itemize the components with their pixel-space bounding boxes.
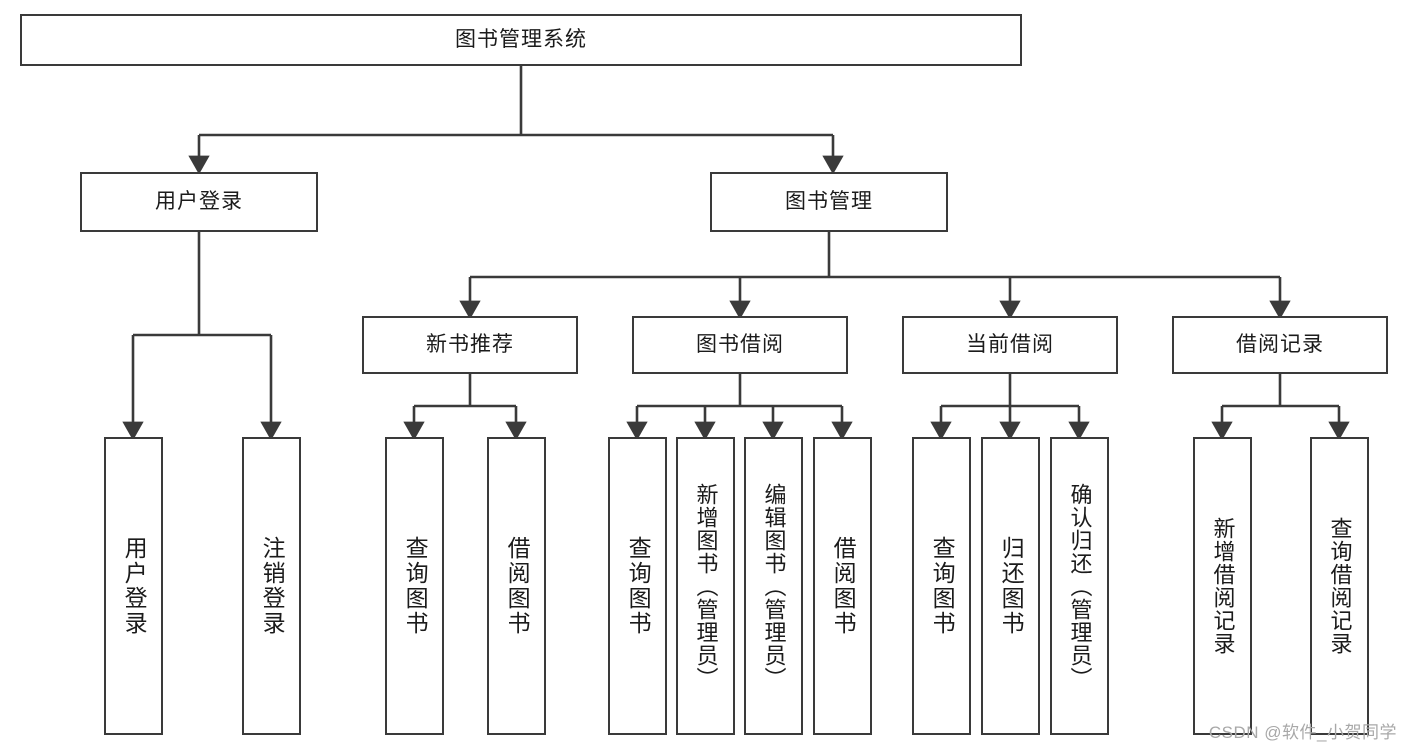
node-user-login-label: 用户登录 [155,190,243,214]
node-leaf-add-book[interactable]: 新增图书（管理员） [676,437,735,735]
node-leaf-borrow-book-1[interactable]: 借阅图书 [487,437,546,735]
csdn-watermark: CSDN @软件_小贺同学 [1208,723,1397,742]
node-leaf-query-book-3[interactable]: 查询图书 [912,437,971,735]
node-new-book-recommend[interactable]: 新书推荐 [362,316,578,374]
node-leaf-user-logout[interactable]: 注销登录 [242,437,301,735]
node-leaf-query-record-label: 查询借阅记录 [1327,517,1353,655]
node-leaf-user-logout-label: 注销登录 [259,536,286,636]
node-leaf-return-book[interactable]: 归还图书 [981,437,1040,735]
node-leaf-query-book-2[interactable]: 查询图书 [608,437,667,735]
node-leaf-query-book-2-label: 查询图书 [625,536,652,636]
node-current-borrow-label: 当前借阅 [966,333,1054,357]
node-borrow-record-label: 借阅记录 [1236,333,1324,357]
node-leaf-user-login-label: 用户登录 [121,536,148,636]
node-borrow-record[interactable]: 借阅记录 [1172,316,1388,374]
node-leaf-add-record-label: 新增借阅记录 [1210,517,1236,655]
node-root[interactable]: 图书管理系统 [20,14,1022,66]
node-leaf-confirm-return-label: 确认归还（管理员） [1067,482,1093,690]
node-leaf-query-book-1[interactable]: 查询图书 [385,437,444,735]
node-book-manage[interactable]: 图书管理 [710,172,948,232]
node-leaf-query-book-3-label: 查询图书 [929,536,956,636]
node-user-login[interactable]: 用户登录 [80,172,318,232]
node-leaf-edit-book[interactable]: 编辑图书（管理员） [744,437,803,735]
node-leaf-borrow-book-2[interactable]: 借阅图书 [813,437,872,735]
node-book-borrow[interactable]: 图书借阅 [632,316,848,374]
node-leaf-confirm-return[interactable]: 确认归还（管理员） [1050,437,1109,735]
node-leaf-borrow-book-1-label: 借阅图书 [504,536,531,636]
node-leaf-user-login[interactable]: 用户登录 [104,437,163,735]
node-leaf-add-record[interactable]: 新增借阅记录 [1193,437,1252,735]
node-leaf-add-book-label: 新增图书（管理员） [693,482,719,690]
node-leaf-query-record[interactable]: 查询借阅记录 [1310,437,1369,735]
node-current-borrow[interactable]: 当前借阅 [902,316,1118,374]
node-leaf-borrow-book-2-label: 借阅图书 [830,536,857,636]
node-leaf-query-book-1-label: 查询图书 [402,536,429,636]
node-leaf-edit-book-label: 编辑图书（管理员） [761,482,787,690]
node-new-book-recommend-label: 新书推荐 [426,333,514,357]
node-leaf-return-book-label: 归还图书 [998,536,1025,636]
node-book-manage-label: 图书管理 [785,190,873,214]
node-root-label: 图书管理系统 [455,28,587,52]
node-book-borrow-label: 图书借阅 [696,333,784,357]
